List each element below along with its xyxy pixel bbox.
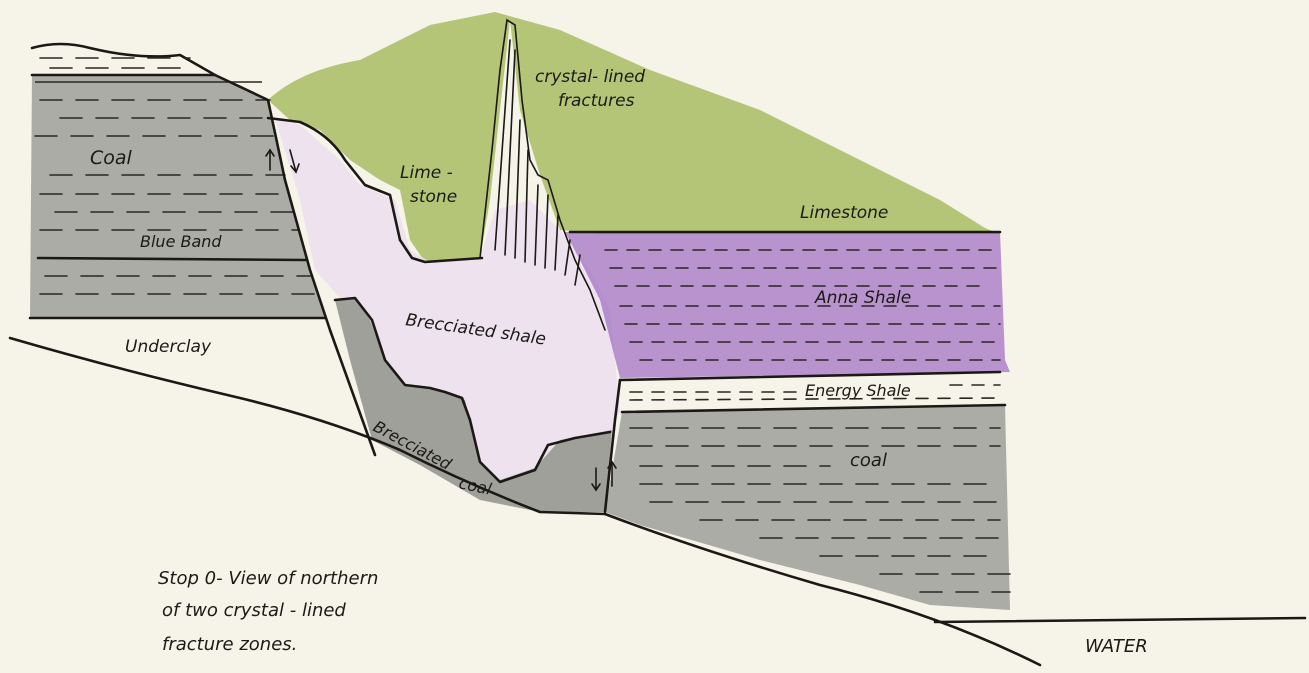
label-anna-shale: Anna Shale xyxy=(814,288,911,308)
label-limestone-upper: Lime - xyxy=(400,163,453,183)
label-energy-shale: Energy Shale xyxy=(805,381,911,400)
label-coal-left: Coal xyxy=(90,147,133,169)
label-crystal-lined-fractures: crystal- lined xyxy=(535,67,645,87)
label-limestone-upper-2: stone xyxy=(410,187,457,207)
caption-line-2: of two crystal - lined xyxy=(162,600,346,621)
label-water: WATER xyxy=(1085,636,1148,657)
label-crystal-lined-fractures-2: fractures xyxy=(558,91,635,111)
label-coal-right: coal xyxy=(850,450,887,471)
label-underclay: Underclay xyxy=(125,337,212,357)
caption-line-3: fracture zones. xyxy=(162,634,297,655)
anna-shale-unit xyxy=(565,232,1010,378)
label-blue-band: Blue Band xyxy=(140,232,222,251)
caption-line-1: Stop 0- View of northern xyxy=(158,568,378,589)
right-coal-unit xyxy=(605,405,1010,610)
label-limestone-right: Limestone xyxy=(800,203,888,223)
